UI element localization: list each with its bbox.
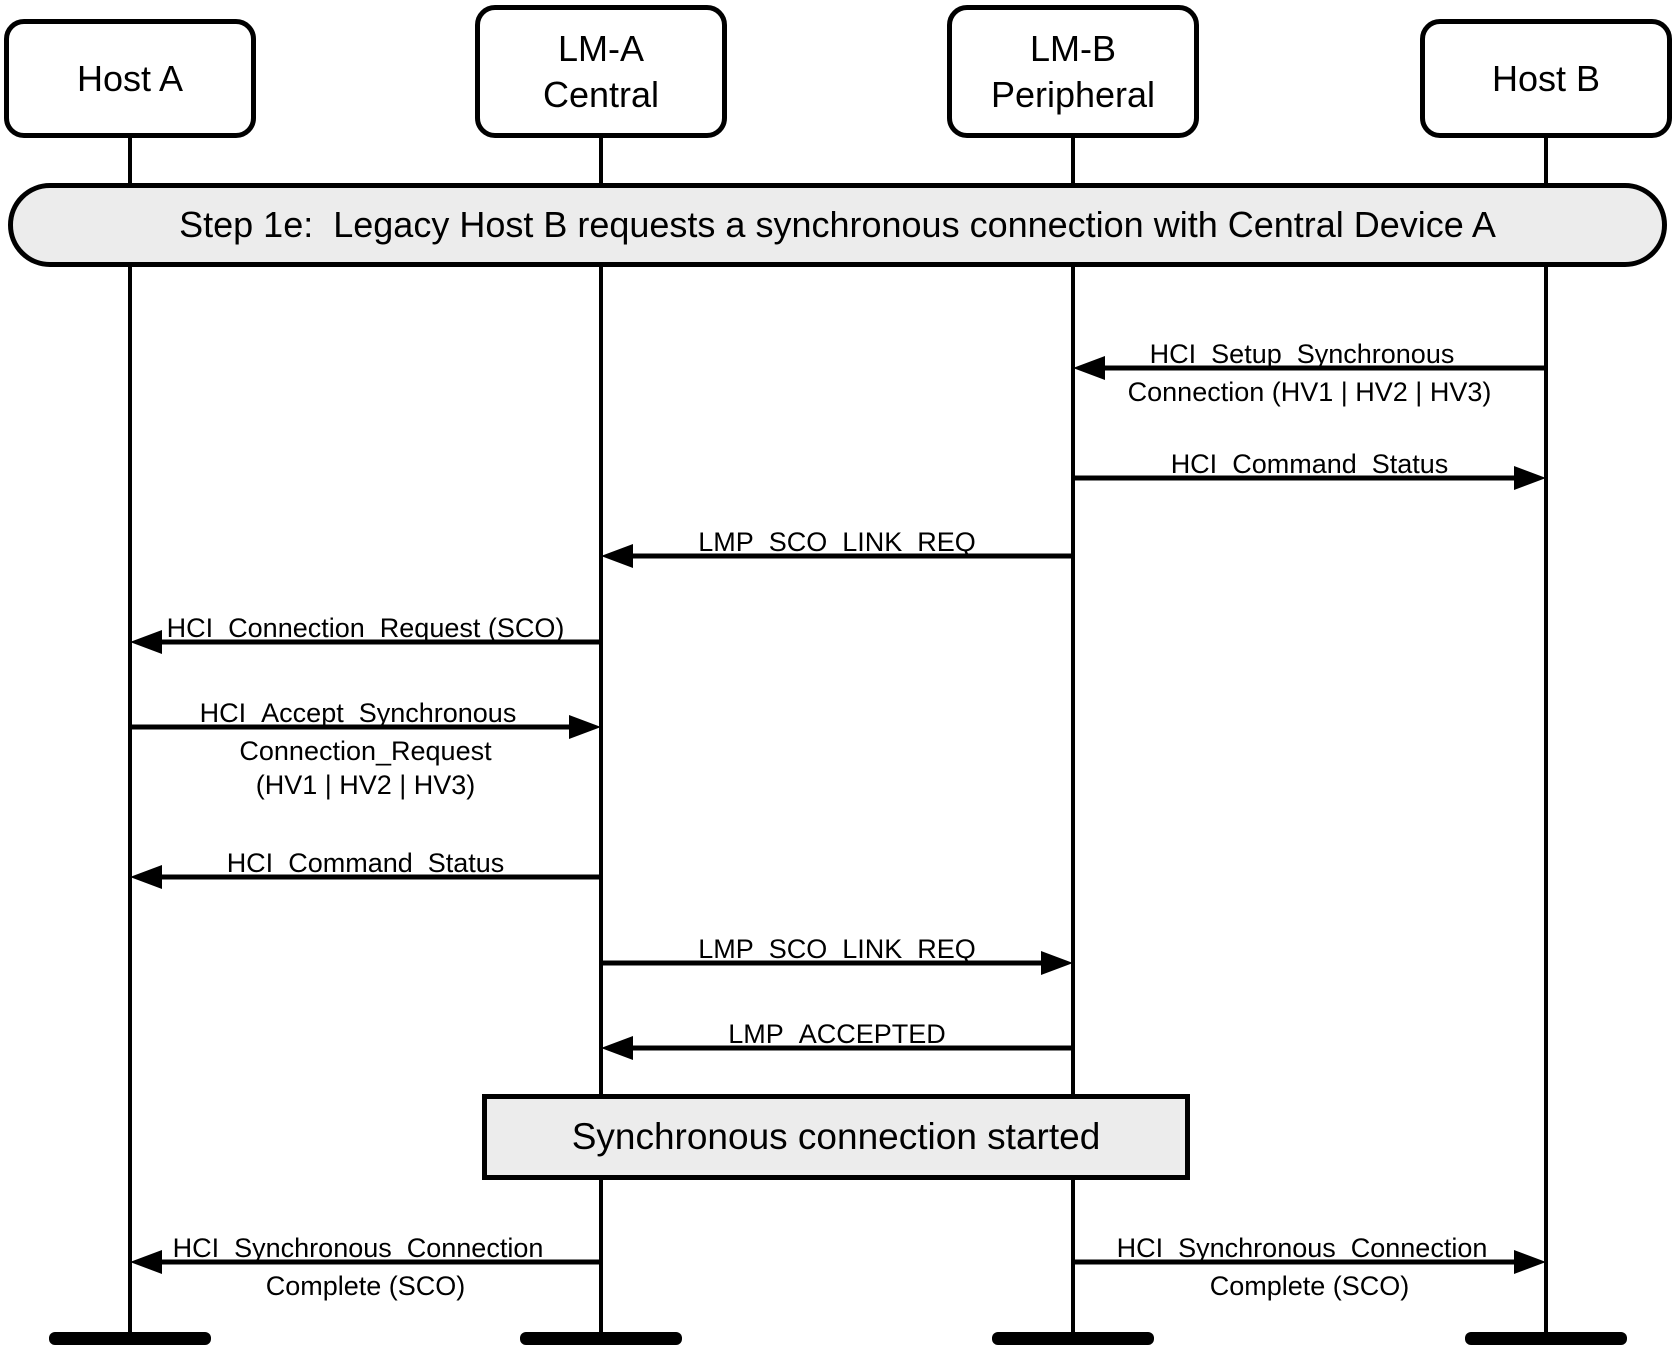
message-label-above: HCI_Connection_Request (SCO) <box>167 611 565 645</box>
message-label-line: Complete (SCO) <box>1209 1271 1410 1301</box>
message-arrow-head <box>601 544 633 568</box>
actor-box-lm-b-peripheral: LM-B Peripheral <box>947 5 1199 138</box>
message-arrow-head <box>1514 1250 1546 1274</box>
message-label-line: Connection_Request <box>239 736 492 766</box>
message-arrow-head <box>1514 466 1546 490</box>
message-label-line: Complete (SCO) <box>265 1271 466 1301</box>
message-label-above: HCI_Setup_Synchronous_ <box>1150 337 1470 371</box>
lifeline-terminator-lm-b <box>992 1332 1154 1345</box>
message-label-above: HCI_Command_Status <box>1171 447 1449 481</box>
actor-label: Host A <box>76 57 184 99</box>
sync-connection-started-box: Synchronous connection started <box>482 1094 1190 1180</box>
message-label-line: HCI_Setup_Synchronous_ <box>1149 339 1470 369</box>
message-label-above: HCI_Accept_Synchronous_ <box>200 696 532 730</box>
actor-label: Host B <box>1491 57 1601 99</box>
step-banner: Step 1e: Legacy Host B requests a synchr… <box>8 183 1667 267</box>
message-label-above: LMP_SCO_LINK_REQ <box>698 932 976 966</box>
actor-label: LM-B <box>1029 27 1116 69</box>
message-label-line: LMP_ACCEPTED <box>728 1019 946 1049</box>
message-label-line: HCI_Command_Status <box>226 848 505 878</box>
message-label-line: HCI_Synchronous_Connection_ <box>172 1233 559 1263</box>
message-label-line: LMP_SCO_LINK_REQ <box>698 934 976 964</box>
message-arrow-head <box>1073 356 1105 380</box>
lifeline-terminator-host-a <box>49 1332 211 1345</box>
message-label-above: LMP_SCO_LINK_REQ <box>698 525 976 559</box>
message-label-above: HCI_Synchronous_Connection_ <box>1117 1231 1503 1265</box>
message-label-line: LMP_SCO_LINK_REQ <box>698 527 976 557</box>
step-banner-text: Step 1e: Legacy Host B requests a synchr… <box>179 204 1496 245</box>
actor-label: Central <box>542 73 660 115</box>
message-label-above: LMP_ACCEPTED <box>728 1017 946 1051</box>
actor-box-host-a: Host A <box>4 19 256 138</box>
message-label-below: Complete (SCO) <box>266 1269 466 1303</box>
message-label-above: HCI_Synchronous_Connection_ <box>173 1231 559 1265</box>
message-label-line: HCI_Connection_Request (SCO) <box>166 613 565 643</box>
message-label-line: (HV1 | HV2 | HV3) <box>255 770 476 800</box>
message-label-below: Connection_Request (HV1 | HV2 | HV3) <box>239 734 491 802</box>
actor-box-host-b: Host B <box>1420 19 1672 138</box>
actor-box-lm-a-central: LM-A Central <box>475 5 727 138</box>
message-label-line: HCI_Command_Status <box>1170 449 1449 479</box>
message-arrow-head <box>130 1250 162 1274</box>
message-arrow-head <box>1041 951 1073 975</box>
note-box-text: Synchronous connection started <box>571 1116 1101 1157</box>
message-label-below: Connection (HV1 | HV2 | HV3) <box>1128 375 1492 409</box>
message-label-line: HCI_Accept_Synchronous_ <box>199 698 532 728</box>
message-arrow-head <box>601 1036 633 1060</box>
actor-label: LM-A <box>557 27 644 69</box>
message-arrow-head <box>569 715 601 739</box>
lifeline-terminator-host-b <box>1465 1332 1627 1345</box>
message-label-line: HCI_Synchronous_Connection_ <box>1116 1233 1503 1263</box>
actor-label: Peripheral <box>990 73 1156 115</box>
message-arrow-head <box>130 630 162 654</box>
message-label-above: HCI_Command_Status <box>227 846 505 880</box>
lifeline-terminator-lm-a <box>520 1332 682 1345</box>
message-arrow-head <box>130 865 162 889</box>
message-label-below: Complete (SCO) <box>1210 1269 1410 1303</box>
message-label-line: Connection (HV1 | HV2 | HV3) <box>1127 377 1492 407</box>
